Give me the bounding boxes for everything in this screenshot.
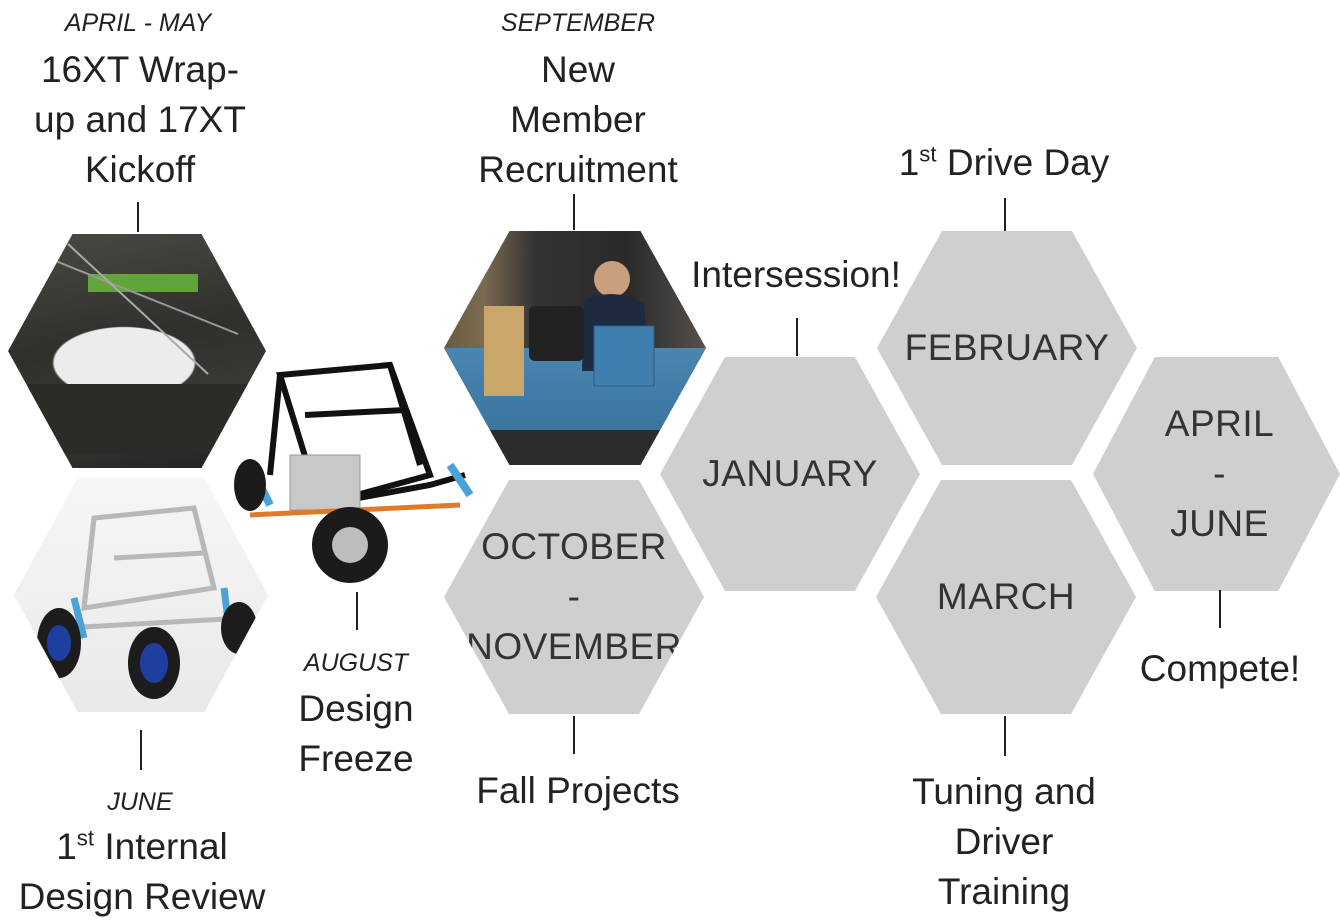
january-connector <box>796 318 798 356</box>
march-caption-line1: Tuning and <box>912 771 1096 812</box>
february-caption: 1st Drive Day <box>898 141 1110 183</box>
oct-nov-caption: Fall Projects <box>476 770 680 811</box>
oct-nov-line2: - <box>567 576 581 617</box>
june-connector <box>140 730 142 770</box>
march-caption-line3: Training <box>937 871 1071 912</box>
february-hex: FEBRUARY <box>877 231 1137 465</box>
february-hex-text: FEBRUARY <box>904 327 1110 368</box>
june-title-line2: Design Review <box>18 876 266 917</box>
august-month-label: AUGUST <box>303 649 409 677</box>
september-title-line1: New <box>540 49 616 90</box>
january-hex-text: JANUARY <box>702 453 878 494</box>
apr-may-title-line3: Kickoff <box>84 149 196 190</box>
september-title: New Member Recruitment <box>458 45 698 195</box>
march-caption-line2: Driver <box>954 821 1054 862</box>
apr-jun-connector <box>1219 590 1221 628</box>
apr-jun-line3: JUNE <box>1170 503 1269 544</box>
september-title-line2: Member <box>510 99 646 140</box>
apr-may-title: 16XT Wrap- up and 17XT Kickoff <box>0 45 280 195</box>
oct-nov-line1: OCTOBER <box>481 526 667 567</box>
august-title-line1: Design <box>298 688 414 729</box>
march-connector <box>1004 716 1006 756</box>
march-hex-text: MARCH <box>936 576 1076 617</box>
oct-nov-hex-text: OCTOBER - NOVEMBER <box>466 522 682 672</box>
june-title-line1: 1st Internal <box>56 825 228 867</box>
apr-may-connector <box>137 202 139 232</box>
march-hex: MARCH <box>876 480 1136 714</box>
august-title-line2: Freeze <box>298 738 414 779</box>
march-caption: Tuning and Driver Training <box>884 767 1124 917</box>
apr-jun-hex-text: APRIL - JUNE <box>1165 399 1274 549</box>
shop-photo-image <box>484 261 655 396</box>
august-render <box>230 355 492 587</box>
september-month-label: SEPTEMBER <box>500 9 656 37</box>
oct-nov-connector <box>573 716 575 754</box>
january-caption: Intersession! <box>691 254 901 295</box>
june-month-label: JUNE <box>107 788 173 816</box>
apr-jun-line2: - <box>1213 453 1226 494</box>
september-connector <box>573 194 575 230</box>
apr-may-title-line2: up and 17XT <box>34 99 246 140</box>
workshop-photo-image <box>28 243 248 454</box>
january-hex: JANUARY <box>660 357 920 591</box>
september-title-line3: Recruitment <box>478 149 678 190</box>
apr-jun-line1: APRIL <box>1164 403 1275 444</box>
february-connector <box>1004 198 1006 232</box>
apr-jun-hex: APRIL - JUNE <box>1093 357 1340 591</box>
august-connector <box>356 592 358 630</box>
june-title: 1st Internal Design Review <box>0 822 284 922</box>
oct-nov-line3: NOVEMBER <box>466 626 682 667</box>
august-title: Design Freeze <box>266 684 446 784</box>
apr-jun-caption: Compete! <box>1139 648 1301 689</box>
apr-may-month-label: APRIL - MAY <box>64 9 212 37</box>
buggy-frame-image <box>234 361 474 583</box>
apr-may-title-line1: 16XT Wrap- <box>40 49 240 90</box>
apr-may-photo-hex <box>8 234 266 468</box>
